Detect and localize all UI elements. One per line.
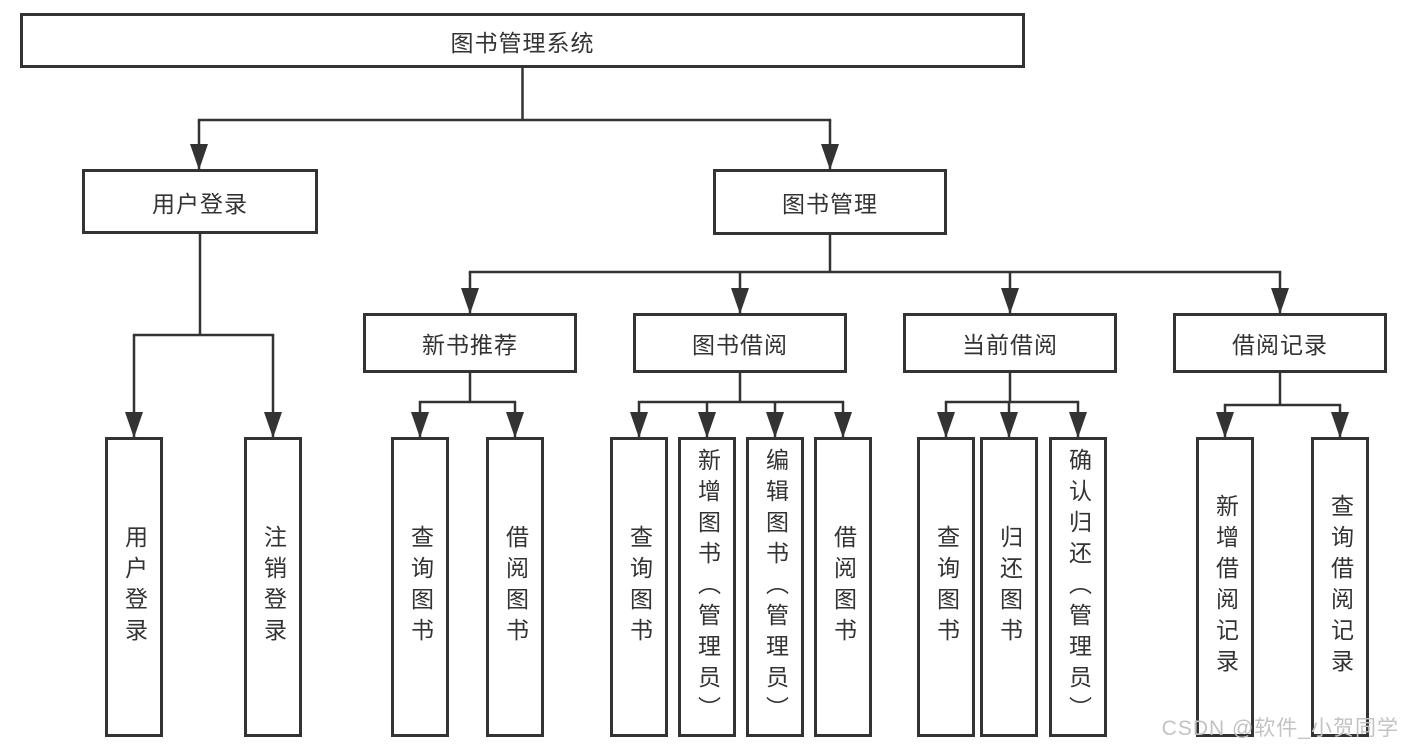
- node-label: 借阅图书: [830, 525, 857, 649]
- node-label: 注销登录: [260, 525, 287, 649]
- node-label: 图书管理系统: [450, 29, 595, 56]
- node-label: 查询图书: [933, 525, 960, 649]
- node-label: 归还图书: [996, 525, 1023, 649]
- leaf-logout: 注销登录: [244, 437, 302, 737]
- node-label: 查询图书: [407, 525, 434, 649]
- node-label: 图书借阅: [692, 332, 788, 358]
- leaf-edit-books-admin: 编辑图书（管理员）: [746, 437, 804, 737]
- node-label: 图书管理: [782, 191, 878, 217]
- leaf-return-books: 归还图书: [980, 437, 1038, 737]
- node-label: 查询图书: [626, 525, 653, 649]
- node-label: 当前借阅: [962, 332, 1058, 358]
- node-user-login: 用户登录: [82, 169, 318, 234]
- leaf-borrow-books-2: 借阅图书: [814, 437, 872, 737]
- leaf-confirm-return-admin: 确认归还（管理员）: [1049, 437, 1107, 737]
- leaf-add-borrow-record: 新增借阅记录: [1196, 437, 1254, 737]
- node-label: 编辑图书（管理员）: [762, 447, 789, 727]
- node-label: 查询借阅记录: [1327, 494, 1354, 680]
- leaf-query-books-1: 查询图书: [391, 437, 449, 737]
- node-label: 用户登录: [152, 190, 248, 217]
- leaf-query-books-2: 查询图书: [610, 437, 668, 737]
- node-current-borrowing: 当前借阅: [903, 313, 1117, 373]
- node-label: 新书推荐: [422, 332, 518, 358]
- node-root-library-system: 图书管理系统: [20, 13, 1025, 68]
- leaf-add-books-admin: 新增图书（管理员）: [678, 437, 736, 737]
- node-borrowing-records: 借阅记录: [1173, 313, 1387, 373]
- leaf-query-books-3: 查询图书: [917, 437, 975, 737]
- leaf-borrow-books-1: 借阅图书: [486, 437, 544, 737]
- leaf-user-login: 用户登录: [105, 437, 163, 737]
- node-book-borrowing: 图书借阅: [633, 313, 847, 373]
- node-label: 借阅图书: [502, 525, 529, 649]
- node-label: 借阅记录: [1232, 332, 1328, 358]
- node-book-management: 图书管理: [713, 169, 947, 235]
- node-label: 新增图书（管理员）: [694, 447, 721, 727]
- node-label: 用户登录: [121, 525, 148, 649]
- node-label: 新增借阅记录: [1212, 494, 1239, 680]
- leaf-query-borrow-record: 查询借阅记录: [1311, 437, 1369, 737]
- node-new-book-recommend: 新书推荐: [363, 313, 577, 373]
- node-label: 确认归还（管理员）: [1065, 447, 1092, 727]
